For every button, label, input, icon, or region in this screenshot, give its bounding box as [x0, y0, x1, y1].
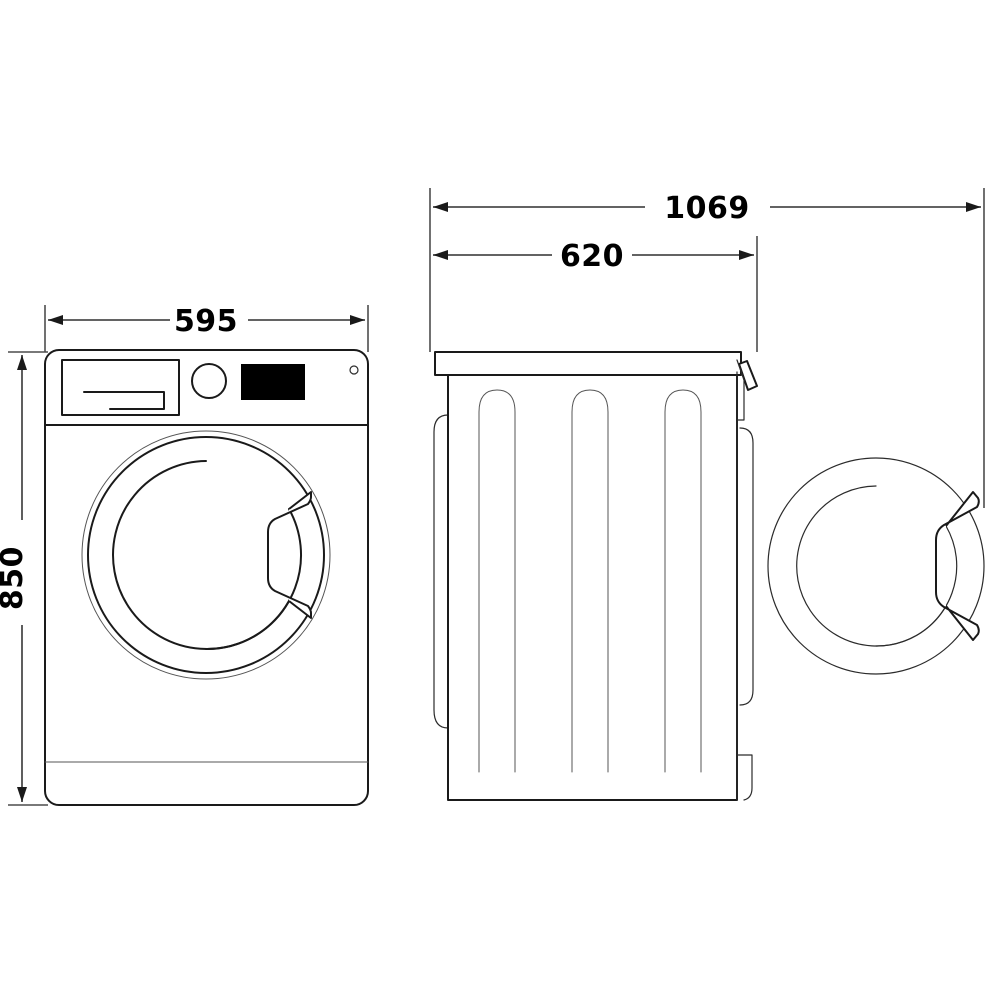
bottom-foot-detail: [736, 754, 753, 801]
front-cabinet-outline: [44, 349, 369, 806]
door-leaf-edge: [739, 427, 754, 706]
side-cabinet-body: [447, 371, 738, 801]
dimension-label-850: 850: [0, 546, 30, 610]
rear-protrusion: [433, 414, 449, 729]
door-handle-notch[interactable]: [267, 491, 312, 619]
dimension-1069: 1069: [429, 188, 985, 508]
detergent-drawer[interactable]: [61, 359, 180, 416]
indicator-light-icon: [349, 365, 359, 375]
dimension-620: 620: [433, 236, 758, 352]
cabinet-rib-1: [478, 389, 516, 773]
control-knob[interactable]: [191, 363, 227, 399]
open-door-inner-ring-lower: [875, 605, 947, 647]
door-outer-trim-ring: [81, 430, 331, 680]
open-door-outer-ring: [767, 457, 985, 675]
dimension-label-1069: 1069: [664, 191, 750, 226]
dimension-label-595: 595: [174, 304, 238, 339]
cabinet-rib-3: [664, 389, 702, 773]
cabinet-rib-2: [571, 389, 609, 773]
display-panel[interactable]: [241, 364, 305, 400]
dimension-label-620: 620: [560, 239, 624, 274]
door-inner-glass-ring-lower: [205, 600, 290, 651]
door-outer-ring: [87, 436, 325, 674]
hinge-tab-bracket: [736, 359, 745, 421]
front-view: [44, 349, 369, 806]
dimension-850: 850: [0, 351, 48, 806]
side-view: [433, 351, 985, 801]
top-plate: [434, 351, 742, 376]
dimension-595: 595: [44, 304, 369, 352]
hinge-tab-upper: [738, 360, 758, 391]
open-door-handle-notch[interactable]: [935, 491, 980, 641]
door-inner-glass-ring: [112, 460, 303, 650]
detergent-drawer-inner-line: [83, 391, 165, 410]
open-door-inner-ring-upper: [796, 485, 958, 647]
